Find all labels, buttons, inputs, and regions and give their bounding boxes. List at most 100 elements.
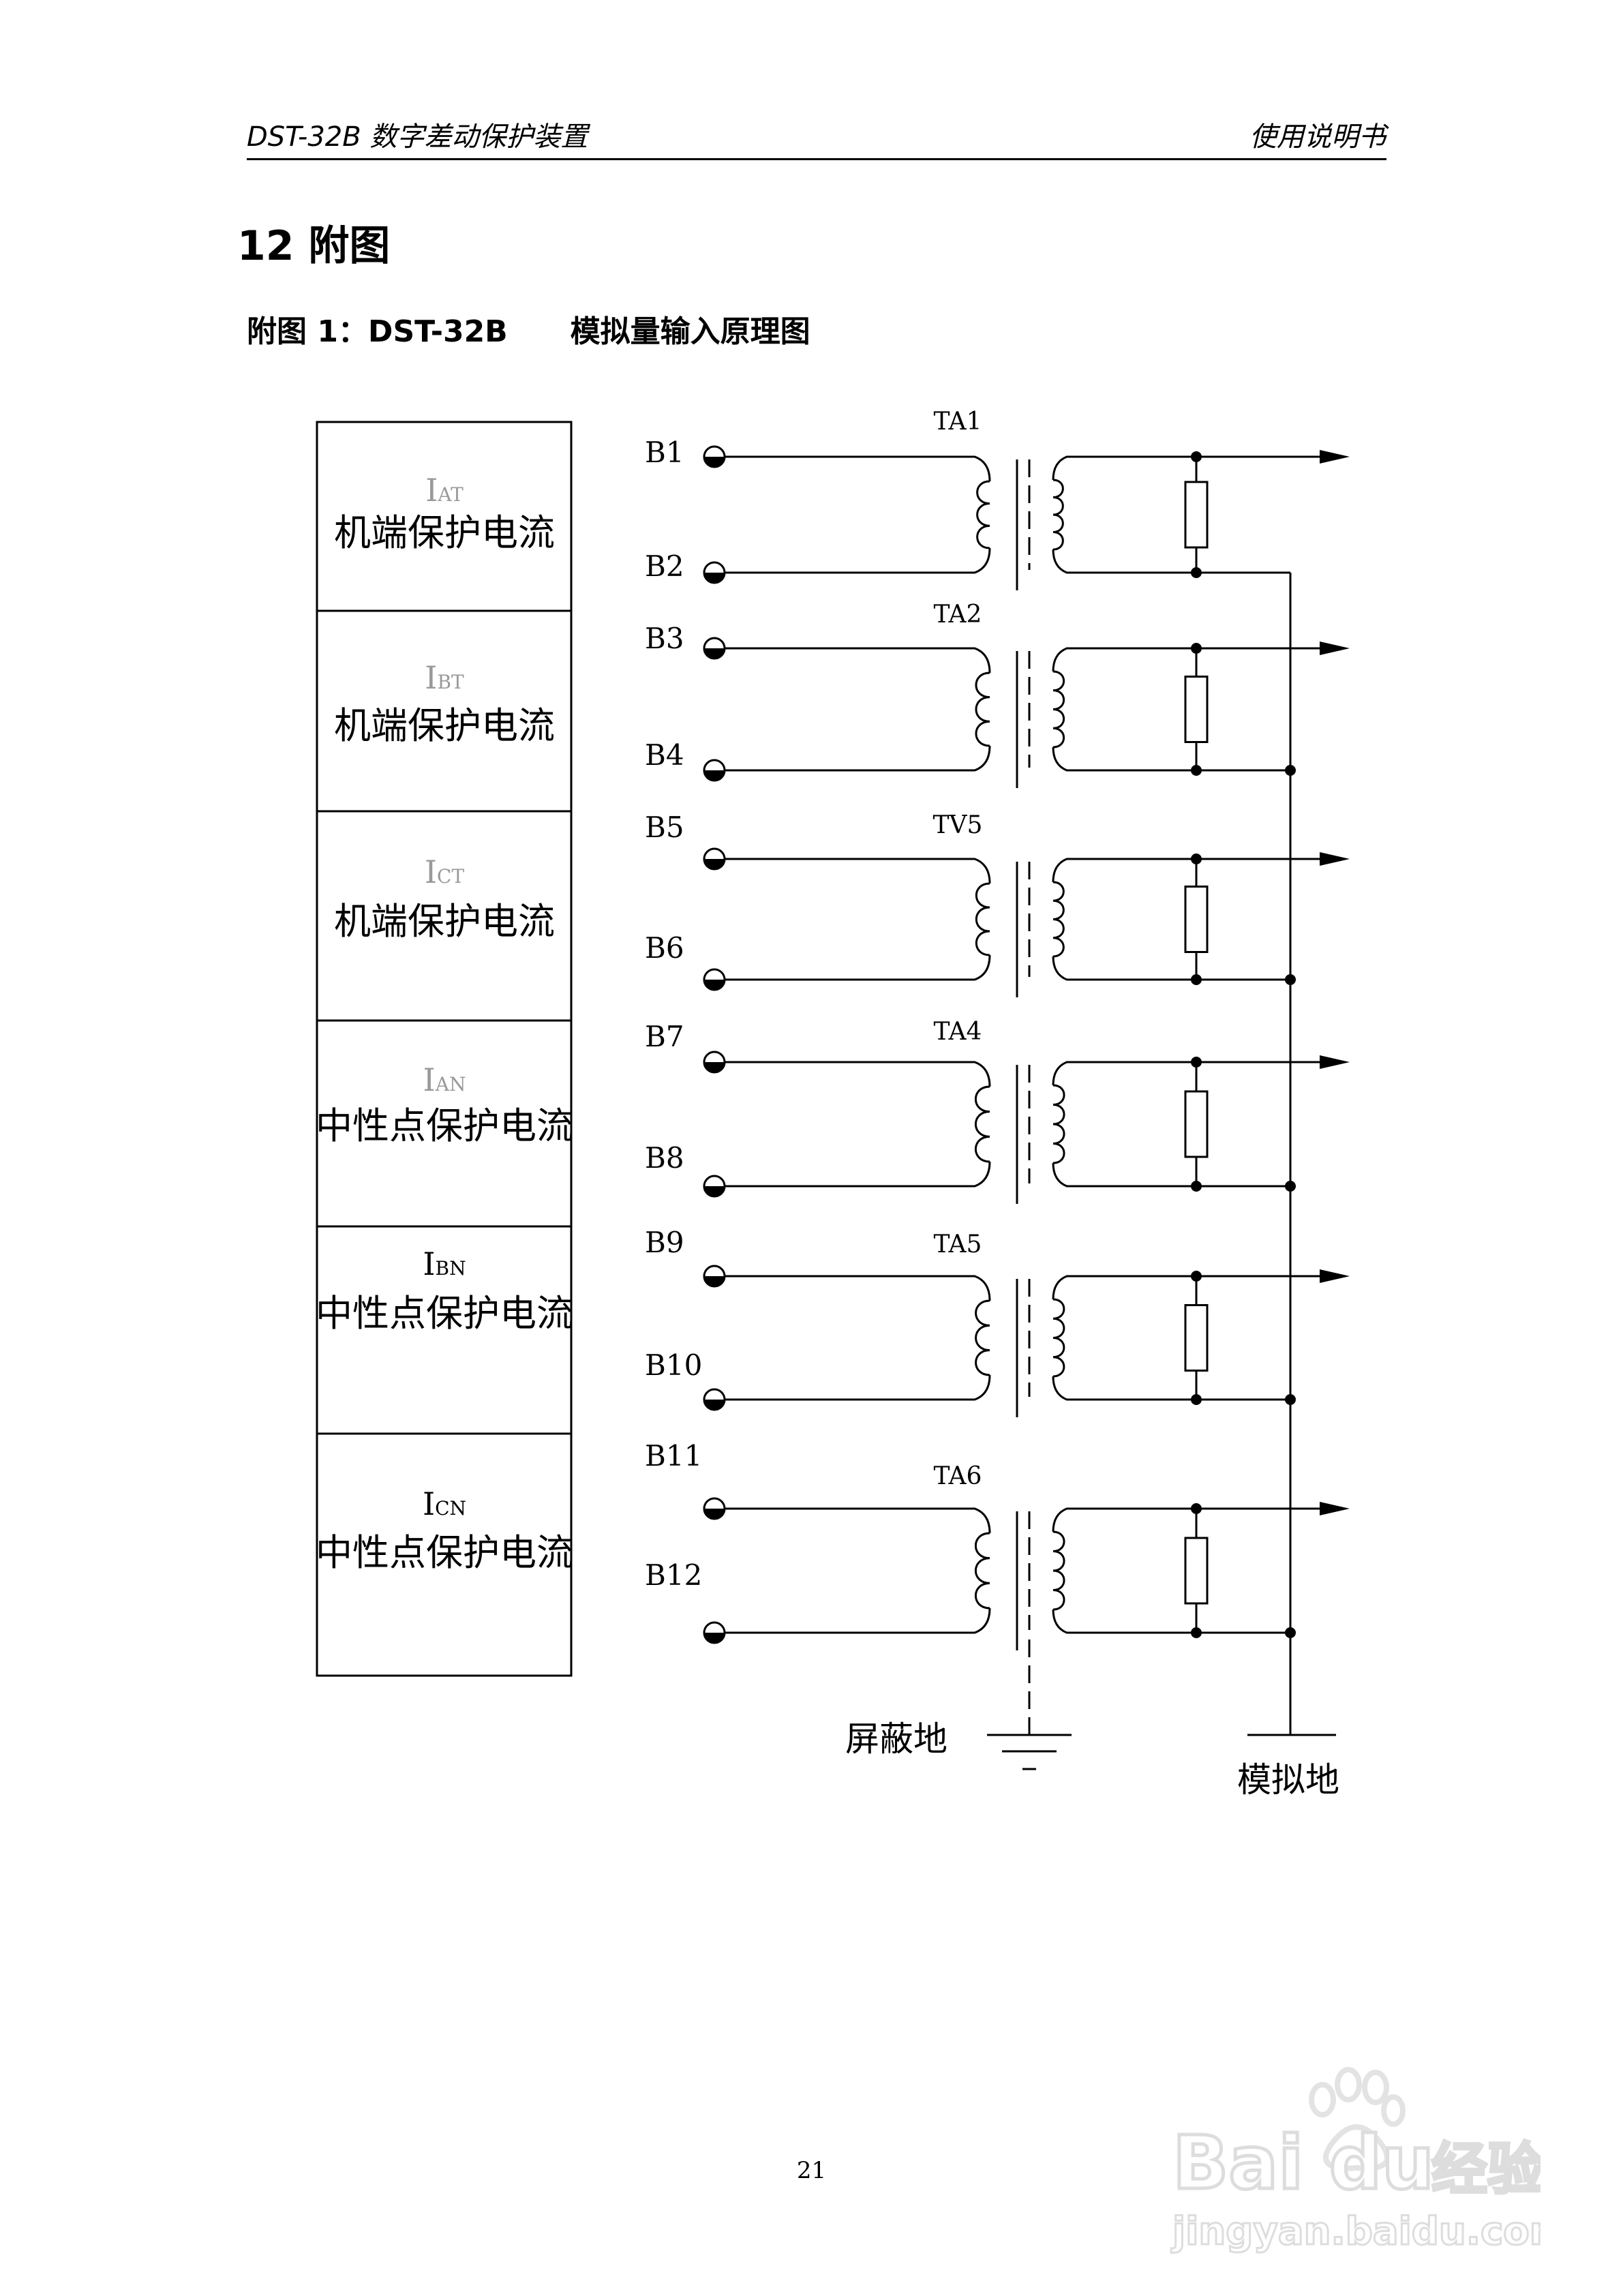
output-arrow-icon xyxy=(1320,1502,1350,1515)
output-arrow-icon xyxy=(1320,641,1350,655)
junction-dot xyxy=(1191,1627,1202,1638)
terminal-label: B4 xyxy=(645,738,684,772)
page-number: 21 xyxy=(796,2157,827,2184)
primary-wire xyxy=(725,1507,991,1534)
junction-dot xyxy=(1191,854,1202,864)
terminal-label: B9 xyxy=(645,1226,684,1259)
junction-dot xyxy=(1191,567,1202,578)
secondary-winding xyxy=(1052,479,1064,551)
secondary-wire xyxy=(1052,956,1290,981)
junction-dot xyxy=(1191,974,1202,985)
terminal-fill xyxy=(704,1276,725,1286)
terminal-fill xyxy=(704,1633,725,1643)
header-divider xyxy=(247,158,1386,160)
transformer-label: TA5 xyxy=(934,1230,982,1258)
channel-description: 机端保护电流 xyxy=(334,704,555,747)
transformer-label: TA1 xyxy=(934,408,982,436)
header-manual-label: 使用说明书 xyxy=(1249,121,1386,153)
primary-wire xyxy=(725,1061,991,1087)
primary-wire xyxy=(725,954,991,981)
current-symbol: ICN xyxy=(423,1485,466,1522)
channel-description: 中性点保护电流 xyxy=(316,1531,573,1574)
terminal-fill xyxy=(704,770,725,781)
primary-wire xyxy=(725,858,991,884)
transformer-label: TA4 xyxy=(934,1018,982,1046)
burden-resistor xyxy=(1184,886,1209,953)
secondary-wire xyxy=(1052,1061,1196,1086)
terminal-fill xyxy=(704,980,725,990)
secondary-wire xyxy=(1052,858,1196,883)
secondary-wire xyxy=(1052,1376,1290,1401)
channel-description: 机端保护电流 xyxy=(334,511,555,554)
terminal-label: B8 xyxy=(645,1141,684,1175)
secondary-wire xyxy=(1052,647,1196,672)
secondary-wire xyxy=(1052,1507,1196,1532)
watermark-suffix: 经验 xyxy=(1431,2137,1541,2202)
secondary-wire xyxy=(1052,1609,1290,1634)
secondary-wire xyxy=(1052,549,1290,574)
secondary-winding xyxy=(1052,1298,1065,1378)
primary-winding xyxy=(975,882,990,956)
channel-table xyxy=(316,421,573,1677)
junction-dot xyxy=(1191,451,1202,462)
output-arrow-icon xyxy=(1320,1055,1350,1069)
terminal-fill xyxy=(704,648,725,659)
primary-wire xyxy=(725,745,991,772)
terminal-label: B7 xyxy=(645,1020,684,1053)
primary-wire xyxy=(725,647,991,674)
figure-caption: 附图 1：DST-32B 模拟量输入原理图 xyxy=(247,314,810,349)
primary-wire xyxy=(725,1374,991,1401)
terminal-fill xyxy=(704,1400,725,1410)
terminal-label: B11 xyxy=(645,1439,702,1472)
primary-wire xyxy=(725,1275,991,1301)
watermark-brand: Bai du xyxy=(1172,2121,1434,2206)
burden-resistor xyxy=(1184,1090,1209,1158)
secondary-wire xyxy=(1052,746,1290,772)
terminal-fill xyxy=(704,1186,725,1196)
transformer-label: TA6 xyxy=(934,1462,982,1490)
secondary-wire xyxy=(1052,1275,1196,1300)
header-document-title: DST-32B 数字差动保护装置 xyxy=(247,121,588,153)
shield-ground-label: 屏蔽地 xyxy=(845,1719,947,1759)
secondary-winding xyxy=(1052,670,1065,749)
transformer-label: TA2 xyxy=(934,601,982,629)
terminal-label: B5 xyxy=(645,811,684,844)
primary-winding xyxy=(975,671,990,747)
terminal-fill xyxy=(704,1509,725,1519)
channel-description: 中性点保护电流 xyxy=(316,1104,573,1147)
junction-dot xyxy=(1191,643,1202,654)
secondary-winding xyxy=(1052,1084,1065,1164)
terminal-fill xyxy=(704,457,725,467)
junction-dot xyxy=(1191,1503,1202,1514)
current-symbol: IAN xyxy=(423,1061,466,1098)
junction-dot xyxy=(1191,1181,1202,1192)
transformer-label: TV5 xyxy=(933,811,983,839)
secondary-winding xyxy=(1052,1530,1065,1611)
paw-logo-icon xyxy=(1309,2067,1406,2171)
burden-resistor xyxy=(1184,1304,1209,1372)
terminal-label: B12 xyxy=(645,1558,702,1592)
channel-description: 中性点保护电流 xyxy=(316,1292,573,1335)
primary-wire xyxy=(725,1607,991,1634)
current-symbol: IBT xyxy=(425,659,464,696)
primary-winding xyxy=(974,1085,990,1163)
terminal-fill xyxy=(704,1062,725,1072)
channel-description: 机端保护电流 xyxy=(334,900,555,943)
primary-winding xyxy=(974,1532,990,1610)
junction-dot xyxy=(1191,1394,1202,1405)
primary-wire xyxy=(725,547,991,574)
watermark-url: jingyan.baidu.com xyxy=(1171,2209,1541,2254)
burden-resistor xyxy=(1184,1537,1209,1605)
output-arrow-icon xyxy=(1320,852,1350,866)
analog-ground-label: 模拟地 xyxy=(1237,1760,1339,1800)
section-title: 12 附图 xyxy=(237,222,391,270)
current-symbol: ICT xyxy=(425,854,465,890)
primary-wire xyxy=(725,1161,991,1188)
secondary-winding xyxy=(1052,881,1065,958)
